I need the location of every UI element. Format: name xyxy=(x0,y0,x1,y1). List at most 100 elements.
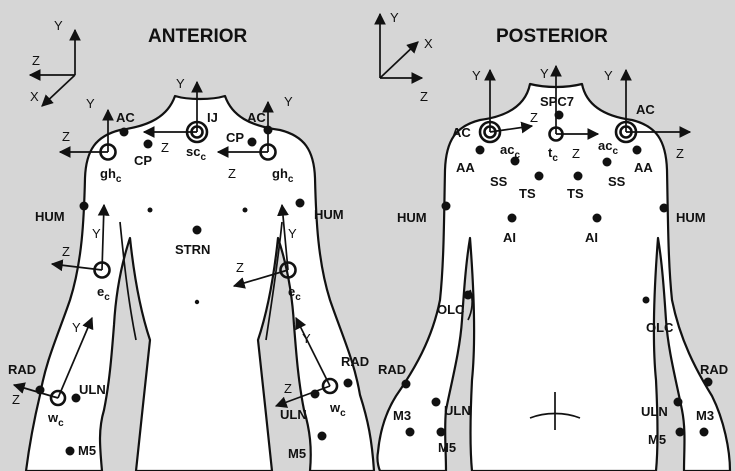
label-m5-right: M5 xyxy=(288,446,306,461)
heading-posterior: POSTERIOR xyxy=(496,26,608,47)
landmark-dot-rad-right xyxy=(704,378,713,387)
label-m5-left: M5 xyxy=(438,440,456,455)
label-m3-right: M3 xyxy=(696,408,714,423)
global-axes-posterior: Y X Z xyxy=(380,10,433,104)
label-m5-right: M5 xyxy=(648,432,666,447)
svg-text:Z: Z xyxy=(161,140,169,155)
label-hum-left: HUM xyxy=(397,210,427,225)
landmark-dot-m5-right xyxy=(318,432,327,441)
landmark-dot-ac-left xyxy=(120,128,129,137)
axis-label-z: Z xyxy=(32,53,40,68)
label-c7: SPC7 xyxy=(540,94,574,109)
landmark-dot-ai-left xyxy=(508,214,517,223)
landmark-dot-c7 xyxy=(555,111,564,120)
svg-text:Y: Y xyxy=(302,331,311,346)
label-olc-left: OLC xyxy=(437,302,465,317)
heading-anterior: ANTERIOR xyxy=(148,26,248,47)
landmark-dot-uln-right xyxy=(674,398,683,407)
landmark-dot-aa-left xyxy=(476,146,485,155)
label-uln-right: ULN xyxy=(280,407,307,422)
label-strn: STRN xyxy=(175,242,210,257)
svg-text:Y: Y xyxy=(288,226,297,241)
landmark-dot-strn xyxy=(193,226,202,235)
label-hum-right: HUM xyxy=(676,210,706,225)
label-rad-left: RAD xyxy=(8,362,36,377)
label-uln-left: ULN xyxy=(79,382,106,397)
svg-text:Y: Y xyxy=(72,320,81,335)
svg-text:Z: Z xyxy=(236,260,244,275)
landmark-dot-cp-left xyxy=(144,140,153,149)
landmark-dot-hum-left xyxy=(442,202,451,211)
label-ac-right: AC xyxy=(247,110,266,125)
label-ss-right: SS xyxy=(608,174,626,189)
svg-text:Z: Z xyxy=(284,381,292,396)
label-ts-left: TS xyxy=(519,186,536,201)
svg-text:Y: Y xyxy=(176,76,185,91)
svg-text:Y: Y xyxy=(86,96,95,111)
anterior-left-nipple xyxy=(148,208,153,213)
label-ac-left: AC xyxy=(452,125,471,140)
label-ac-right: AC xyxy=(636,102,655,117)
svg-text:Z: Z xyxy=(62,129,70,144)
label-cp-right: CP xyxy=(226,130,244,145)
landmark-dot-rad-right xyxy=(344,379,353,388)
landmark-dot-ac-right xyxy=(264,126,273,135)
svg-text:Y: Y xyxy=(92,226,101,241)
svg-text:Y: Y xyxy=(284,94,293,109)
svg-text:Z: Z xyxy=(676,146,684,161)
axis-label-y: Y xyxy=(54,18,63,33)
label-aa-left: AA xyxy=(456,160,475,175)
label-rad-right: RAD xyxy=(700,362,728,377)
landmark-dot-olc-left xyxy=(464,291,473,300)
label-ss-left: SS xyxy=(490,174,508,189)
landmark-dot-cp-right xyxy=(248,138,257,147)
axis-label-y: Y xyxy=(390,10,399,25)
global-axes-anterior: Y Z X xyxy=(30,18,75,106)
svg-text:Y: Y xyxy=(472,68,481,83)
landmark-dot-m3-left xyxy=(406,428,415,437)
label-hum-right: HUM xyxy=(314,207,344,222)
label-ts-right: TS xyxy=(567,186,584,201)
svg-text:Y: Y xyxy=(540,66,549,81)
label-ai-left: AI xyxy=(503,230,516,245)
landmark-dot-rad-left xyxy=(402,380,411,389)
label-m3-left: M3 xyxy=(393,408,411,423)
landmark-dot-uln-right xyxy=(311,390,320,399)
svg-text:Z: Z xyxy=(572,146,580,161)
label-rad-right: RAD xyxy=(341,354,369,369)
landmark-dot-aa-right xyxy=(633,146,642,155)
label-hum-left: HUM xyxy=(35,209,65,224)
landmark-dot-ai-right xyxy=(593,214,602,223)
axis-label-x: X xyxy=(424,36,433,51)
landmark-dot-ts-left xyxy=(535,172,544,181)
axis-label-x: X xyxy=(30,89,39,104)
svg-text:Z: Z xyxy=(530,110,538,125)
label-m5-left: M5 xyxy=(78,443,96,458)
label-ai-right: AI xyxy=(585,230,598,245)
landmark-dot-rad-left xyxy=(36,386,45,395)
svg-text:Z: Z xyxy=(62,244,70,259)
landmark-dot-hum-left xyxy=(80,202,89,211)
landmark-dot-ss-right xyxy=(603,158,612,167)
anterior-navel xyxy=(195,300,199,304)
label-uln-right: ULN xyxy=(641,404,668,419)
label-uln-left: ULN xyxy=(444,403,471,418)
svg-text:Y: Y xyxy=(604,68,613,83)
landmark-dot-hum-right xyxy=(296,199,305,208)
landmark-dot-m5-right xyxy=(676,428,685,437)
axis-label-z: Z xyxy=(420,89,428,104)
posterior-olecranon-mark xyxy=(643,297,650,304)
landmark-dot-hum-right xyxy=(660,204,669,213)
label-aa-right: AA xyxy=(634,160,653,175)
label-olc-right: OLC xyxy=(646,320,674,335)
label-rad-left: RAD xyxy=(378,362,406,377)
anterior-right-nipple xyxy=(243,208,248,213)
landmark-dot-ts-right xyxy=(574,172,583,181)
landmark-dot-m3-right xyxy=(700,428,709,437)
svg-text:Z: Z xyxy=(228,166,236,181)
landmark-dot-m5-left xyxy=(66,447,75,456)
landmark-dot-m5-left xyxy=(437,428,446,437)
landmark-dot-uln-left xyxy=(432,398,441,407)
